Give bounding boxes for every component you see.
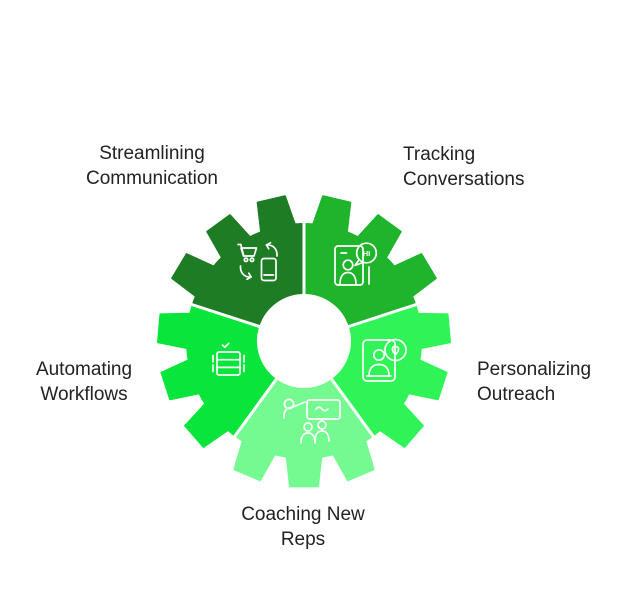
label-line: Tracking [403,144,476,165]
label-line: Automating [35,359,133,380]
label-tracking-conversations: Tracking Conversations [403,142,563,192]
segment-divider-layer [160,191,448,464]
label-line: Personalizing [477,359,592,380]
label-line: Communication [86,168,218,189]
contact-card-greeting-icon: HI [334,242,378,286]
phone-heart-badge-icon [362,338,407,382]
coaching-presentation-icon [283,398,341,444]
segment-divider [160,293,305,343]
label-line: Coaching New [241,504,365,525]
label-coaching-new-reps: Coaching New Reps [208,502,398,552]
segment-tracking-conversations [303,195,437,328]
cart-phone-sync-icon [237,241,278,282]
segment-divider [302,340,394,464]
server-check-icon [212,342,245,376]
label-line: Outreach [477,384,556,405]
greeting-bubble-text: HI [363,249,371,258]
segment-divider [303,293,448,343]
label-automating-workflows: Automating Workflows [14,357,154,407]
segment-coaching-new-reps [233,378,375,488]
label-line: Reps [280,529,326,550]
label-line: Workflows [40,384,128,405]
segment-streamlining-communication [171,195,305,328]
label-streamlining-communication: Streamlining Communication [62,141,242,191]
label-line: Streamlining [99,143,205,164]
gear-segments-layer [157,195,451,488]
segment-divider [214,340,306,464]
label-personalizing-outreach: Personalizing Outreach [477,357,627,407]
label-line: Conversations [403,169,525,190]
segment-automating-workflows [157,303,277,448]
